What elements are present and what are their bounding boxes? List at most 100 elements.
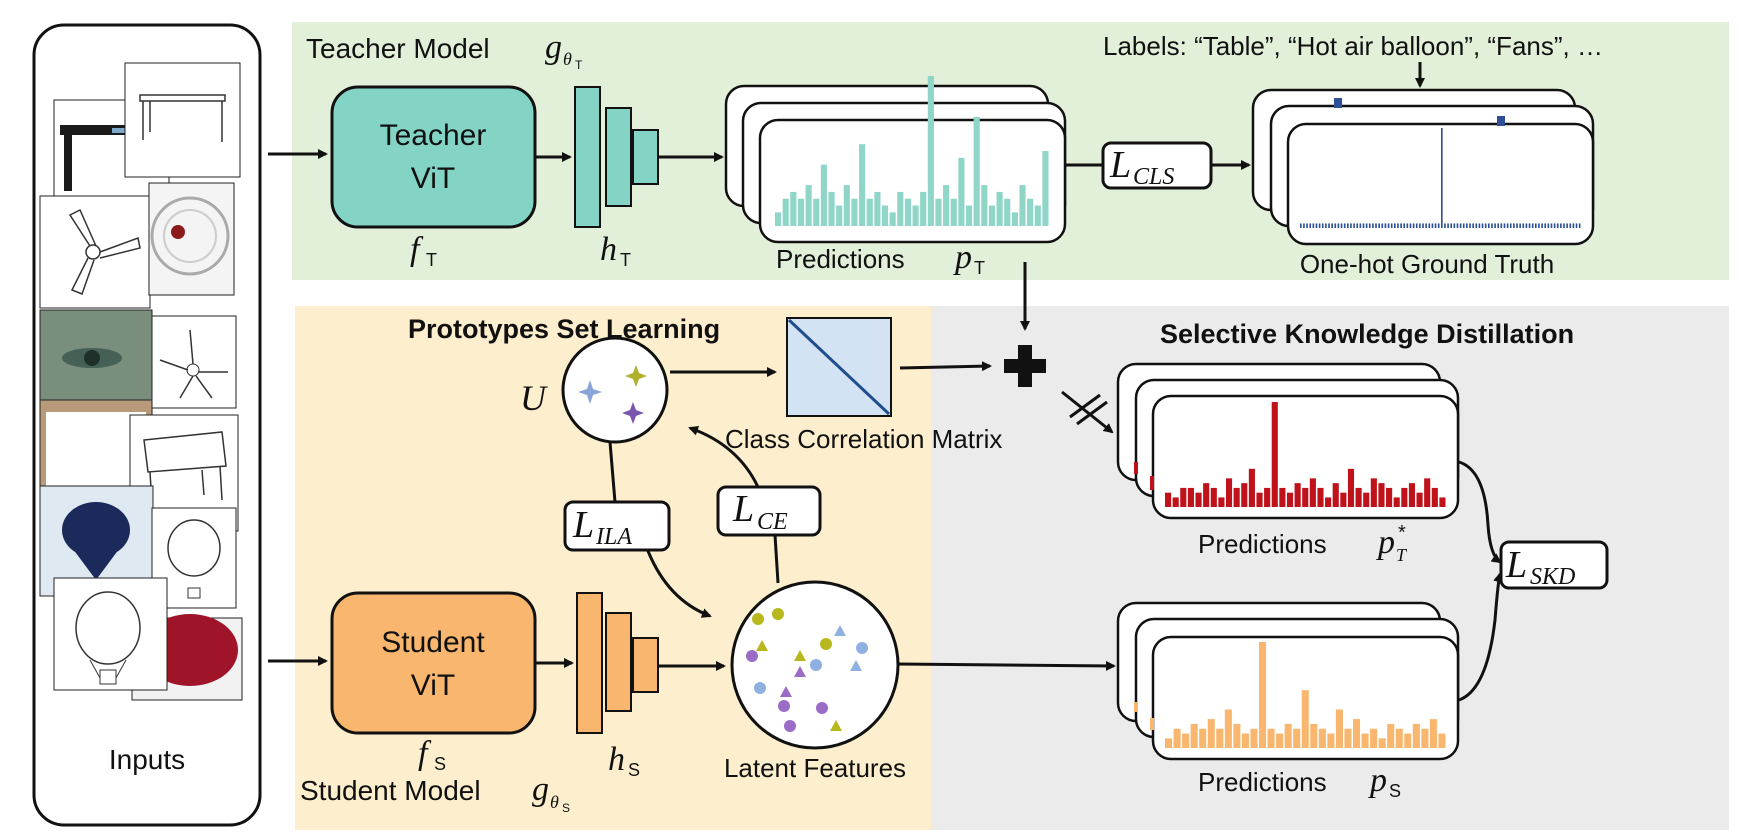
prototypes-title: Prototypes Set Learning [408, 314, 720, 344]
teacher-star-pred-bar [1393, 497, 1400, 507]
student-vit-block [330, 591, 537, 735]
ground-truth-bar [1434, 223, 1437, 228]
teacher-pred-bar [950, 198, 957, 226]
teacher-star-predictions-bars [1165, 402, 1446, 507]
ground-truth-bar [1522, 223, 1525, 228]
gt-card-front [1286, 122, 1595, 246]
loss-cls-label: L CLS [1109, 144, 1174, 190]
ground-truth-bar [1488, 223, 1490, 228]
ground-truth-bar [1397, 223, 1399, 228]
student-pred-bar [1412, 723, 1420, 748]
ground-truth-bar [1509, 223, 1512, 228]
ground-truth-bar [1353, 223, 1355, 228]
ground-truth-bar [1409, 223, 1412, 228]
ground-truth-bar [1315, 223, 1318, 228]
input-image-table-sketch [124, 62, 241, 178]
svg-text:g: g [545, 29, 562, 66]
svg-text:S: S [562, 801, 570, 815]
ground-truth-bar [1312, 223, 1315, 228]
student-pred-bar [1301, 690, 1309, 748]
ground-truth-bar [1384, 223, 1387, 228]
teacher-star-pred-bar [1271, 402, 1278, 507]
student-pred-bar [1216, 728, 1224, 748]
ground-truth-bar [1422, 223, 1424, 228]
student-pred-bar [1395, 728, 1403, 748]
teacher-pred-bar [797, 198, 805, 226]
student-model-title: Student Model g θ S [300, 771, 570, 815]
ground-truth-bar [1431, 223, 1434, 228]
loss-skd-box [1499, 540, 1609, 590]
teacher-pred-bar [859, 144, 866, 226]
teacher-star-pred-bar [1218, 497, 1225, 507]
teacher-star-pred-bar [1416, 492, 1423, 507]
teacher-star-pred-bar [1302, 487, 1309, 507]
ground-truth-bar [1519, 223, 1521, 228]
ground-truth-bar [1572, 223, 1575, 228]
inputs-panel: Inputs [32, 23, 262, 827]
ground-truth-bar [1325, 223, 1327, 228]
teacher-pred-bar [820, 164, 827, 226]
input-image-fan-photo [148, 182, 235, 296]
ground-truth-bar [1569, 223, 1572, 228]
teacher-star-pred-bar [1195, 492, 1202, 507]
ground-truth-bar [1343, 223, 1346, 228]
teacher-star-pred-bar [1309, 478, 1316, 507]
student-h-label: h S [608, 741, 640, 780]
student-pred-bar [1293, 728, 1301, 748]
prototype-stars [578, 365, 647, 424]
ground-truth-bar [1300, 223, 1302, 228]
svg-text:T: T [620, 250, 631, 270]
student-pred-bar [1310, 723, 1318, 748]
student-pred-bar [1267, 728, 1275, 748]
ground-truth-bar [1378, 223, 1380, 228]
teacher-pred-bar [912, 205, 919, 226]
ground-truth-bar [1513, 223, 1515, 228]
teacher-pred-bar [981, 185, 988, 226]
svg-text:h: h [608, 741, 625, 778]
teacher-vit-block [330, 85, 537, 229]
student-pred-bar [1199, 728, 1207, 748]
ground-truth-bars [1300, 128, 1581, 228]
ground-truth-bar [1406, 223, 1409, 228]
teacher-pred-bar [1034, 205, 1041, 226]
ground-truth-bar [1362, 223, 1365, 228]
teacher-pred-bar [851, 198, 858, 226]
teacher-star-predictions-label: Predictions p T * [1198, 522, 1408, 565]
teacher-vit-label-line2: ViT [411, 162, 455, 195]
teacher-star-pred-bar [1386, 487, 1393, 507]
student-pred-bar [1276, 733, 1284, 748]
loss-ce-label: L CE [732, 488, 788, 535]
teacher-star-pred-bar [1294, 483, 1301, 507]
ground-truth-bar [1560, 223, 1562, 228]
ground-truth-bar [1328, 223, 1330, 228]
student-pred-bar [1284, 723, 1292, 748]
ground-truth-bar [1337, 223, 1340, 228]
svg-text:S: S [434, 754, 446, 774]
svg-text:θ: θ [563, 49, 572, 69]
ground-truth-bar [1525, 223, 1528, 228]
loss-ce-box [716, 485, 822, 537]
svg-text:Teacher Model: Teacher Model [306, 33, 490, 64]
ground-truth-bar [1494, 223, 1496, 228]
tstar-back-edge-2 [1150, 476, 1154, 490]
ground-truth-bar [1340, 223, 1343, 228]
teacher-star-pred-bar [1340, 492, 1347, 507]
teacher-model-title: Teacher Model g θ T [306, 29, 583, 72]
teacher-pred-bar [1042, 151, 1049, 226]
teacher-h-label: h T [600, 231, 631, 270]
teacher-pred-bar [805, 185, 812, 226]
ground-truth-bar [1400, 223, 1402, 228]
loss-skd-label: L SKD [1505, 544, 1575, 590]
arrow-block-mark-1 [1069, 393, 1101, 419]
class-correlation-matrix-label: Class Correlation Matrix [725, 424, 1002, 454]
student-pred-bar [1207, 719, 1215, 748]
student-back-edge-1 [1134, 702, 1138, 712]
student-pred-bar [1378, 738, 1386, 748]
svg-text:Student Model: Student Model [300, 775, 481, 806]
ground-truth-bar [1550, 223, 1553, 228]
ground-truth-bar [1318, 223, 1321, 228]
teacher-star-pred-bar [1363, 492, 1370, 507]
teacher-vit-label-line1: Teacher [380, 119, 487, 152]
student-pred-bar [1259, 642, 1267, 748]
ground-truth-bar [1450, 223, 1453, 228]
